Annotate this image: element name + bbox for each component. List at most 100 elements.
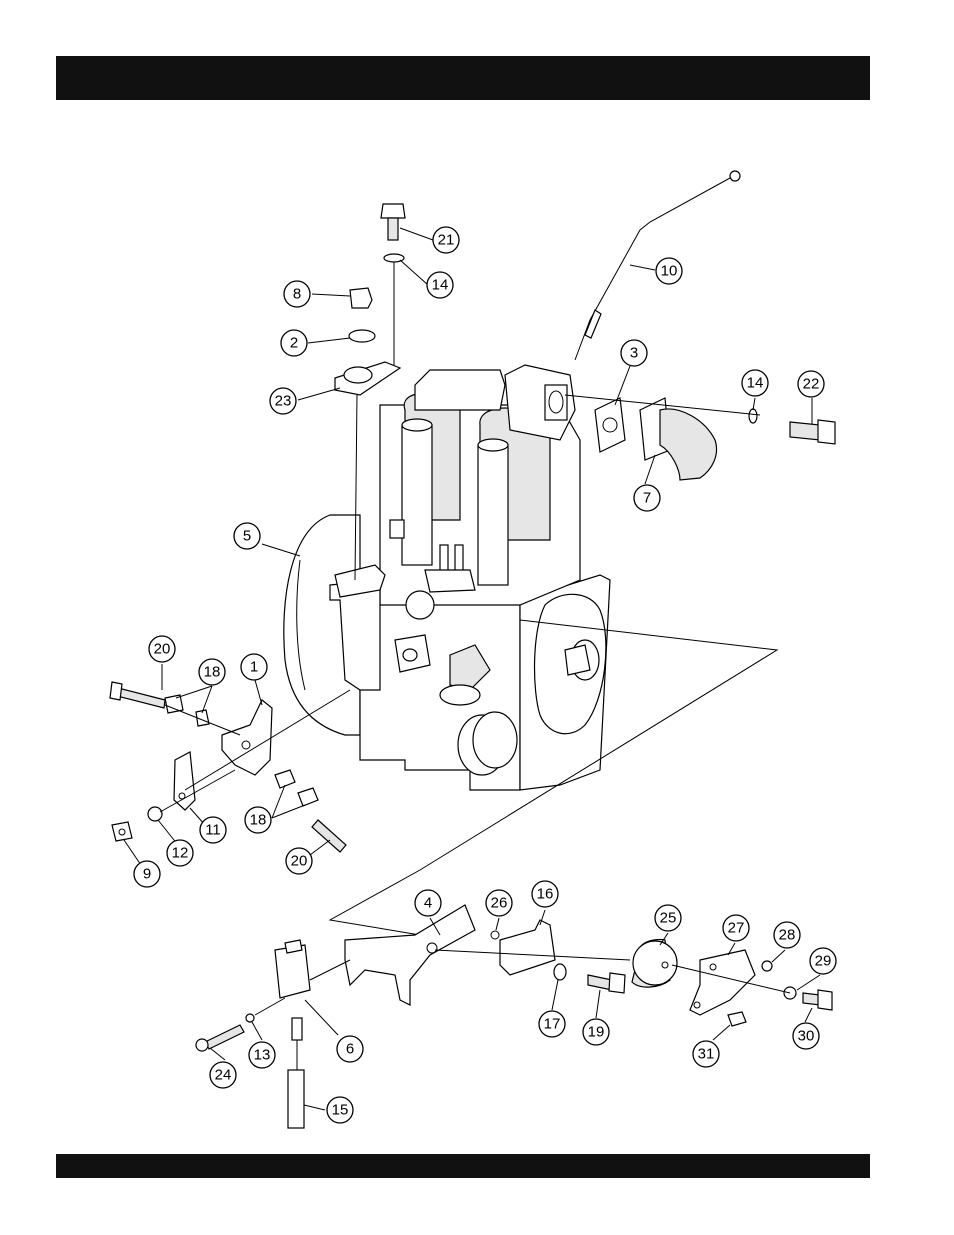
washer-28 bbox=[762, 961, 772, 971]
callout-19: 19 bbox=[583, 1019, 609, 1045]
svg-text:19: 19 bbox=[588, 1024, 605, 1041]
washer-13 bbox=[246, 1014, 254, 1022]
callout-5: 5 bbox=[234, 523, 260, 549]
svg-text:3: 3 bbox=[630, 345, 638, 362]
callout-10: 10 bbox=[656, 258, 682, 284]
svg-text:18: 18 bbox=[204, 664, 221, 681]
svg-text:20: 20 bbox=[154, 641, 171, 658]
callout-26: 26 bbox=[486, 890, 512, 916]
bolt-31 bbox=[728, 1012, 746, 1026]
svg-text:31: 31 bbox=[698, 1046, 715, 1063]
callout-11: 11 bbox=[200, 817, 226, 843]
bracket-4 bbox=[345, 905, 475, 1005]
callout-21: 21 bbox=[433, 227, 459, 253]
svg-text:18: 18 bbox=[250, 812, 267, 829]
svg-text:8: 8 bbox=[293, 286, 301, 303]
bracket-16 bbox=[500, 920, 555, 975]
svg-text:14: 14 bbox=[432, 277, 449, 294]
svg-text:5: 5 bbox=[243, 528, 251, 545]
injector-left bbox=[402, 425, 432, 565]
bolt-19 bbox=[588, 975, 612, 990]
bolt-24 bbox=[205, 1025, 244, 1049]
svg-text:27: 27 bbox=[728, 920, 745, 937]
callout-18-upper: 18 bbox=[199, 659, 225, 685]
svg-text:6: 6 bbox=[346, 1041, 354, 1058]
callout-6: 6 bbox=[337, 1036, 363, 1062]
injector-right bbox=[478, 445, 508, 585]
fuel-boss bbox=[406, 591, 434, 619]
plug-8 bbox=[350, 288, 372, 308]
callout-17: 17 bbox=[539, 1011, 565, 1037]
bolt-20b bbox=[312, 820, 346, 852]
svg-text:12: 12 bbox=[172, 845, 189, 862]
arm-11 bbox=[174, 752, 195, 810]
callout-27: 27 bbox=[723, 915, 749, 941]
callout-12: 12 bbox=[167, 840, 193, 866]
callout-3: 3 bbox=[621, 340, 647, 366]
bolt-21 bbox=[381, 204, 405, 218]
svg-text:20: 20 bbox=[291, 853, 308, 870]
callout-9: 9 bbox=[134, 861, 160, 887]
callout-15: 15 bbox=[327, 1097, 353, 1123]
svg-text:29: 29 bbox=[815, 953, 832, 970]
lever-1 bbox=[222, 700, 272, 775]
svg-text:14: 14 bbox=[747, 375, 764, 392]
svg-text:15: 15 bbox=[332, 1102, 349, 1119]
svg-text:24: 24 bbox=[215, 1067, 232, 1084]
footer-bar bbox=[56, 1154, 870, 1178]
intake-manifold bbox=[415, 370, 505, 410]
callout-25: 25 bbox=[655, 905, 681, 931]
callout-29: 29 bbox=[810, 948, 836, 974]
svg-text:9: 9 bbox=[143, 866, 151, 883]
svg-text:26: 26 bbox=[491, 895, 508, 912]
svg-text:25: 25 bbox=[660, 910, 677, 927]
svg-text:11: 11 bbox=[205, 822, 221, 839]
svg-text:2: 2 bbox=[290, 335, 298, 352]
washer-12 bbox=[148, 807, 162, 821]
callout-13: 13 bbox=[249, 1042, 275, 1068]
svg-text:28: 28 bbox=[779, 927, 796, 944]
engine-assembly bbox=[284, 365, 610, 790]
callout-1: 1 bbox=[241, 654, 267, 680]
seal-2 bbox=[349, 330, 375, 342]
svg-text:30: 30 bbox=[798, 1028, 815, 1045]
callout-7: 7 bbox=[634, 485, 660, 511]
svg-text:10: 10 bbox=[661, 263, 678, 280]
svg-text:16: 16 bbox=[537, 886, 554, 903]
callout-23: 23 bbox=[270, 388, 296, 414]
nut-9 bbox=[112, 822, 132, 841]
svg-text:7: 7 bbox=[643, 490, 651, 507]
nut-26 bbox=[491, 931, 499, 939]
callout-14-top: 14 bbox=[427, 272, 453, 298]
bolt-20a bbox=[117, 688, 165, 708]
callout-16: 16 bbox=[532, 881, 558, 907]
callout-28: 28 bbox=[774, 922, 800, 948]
svg-text:22: 22 bbox=[803, 376, 820, 393]
svg-text:21: 21 bbox=[438, 232, 455, 249]
washer-14b bbox=[749, 409, 757, 423]
callout-30: 30 bbox=[793, 1023, 819, 1049]
gasket-3 bbox=[595, 398, 625, 452]
callout-22: 22 bbox=[798, 371, 824, 397]
callout-18-lower: 18 bbox=[245, 807, 271, 833]
washer-17 bbox=[554, 964, 566, 980]
exhaust-parts bbox=[565, 395, 835, 480]
pin-15 bbox=[288, 1070, 304, 1128]
svg-text:23: 23 bbox=[275, 393, 292, 410]
callout-20-upper: 20 bbox=[149, 636, 175, 662]
bolt-22 bbox=[790, 422, 820, 440]
callout-2: 2 bbox=[281, 330, 307, 356]
block-6 bbox=[275, 945, 310, 998]
callout-4: 4 bbox=[415, 890, 441, 916]
svg-text:13: 13 bbox=[254, 1047, 271, 1064]
callout-20-lower: 20 bbox=[286, 848, 312, 874]
callout-31: 31 bbox=[693, 1041, 719, 1067]
callout-14-right: 14 bbox=[742, 370, 768, 396]
callout-24: 24 bbox=[210, 1062, 236, 1088]
svg-text:4: 4 bbox=[424, 895, 432, 912]
svg-text:1: 1 bbox=[250, 659, 258, 676]
callout-8: 8 bbox=[284, 281, 310, 307]
nut-18a bbox=[165, 695, 183, 713]
svg-text:17: 17 bbox=[544, 1016, 561, 1033]
